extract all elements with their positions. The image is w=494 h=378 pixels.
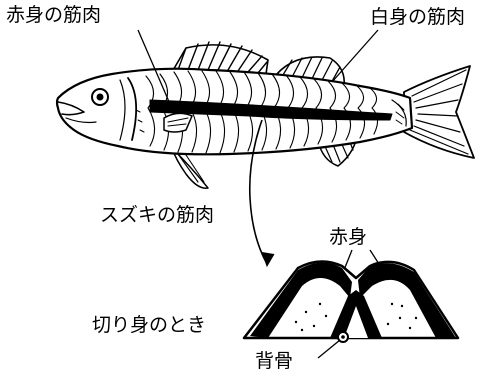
label-seabass-muscle: スズキの筋肉 [100,206,214,225]
label-cut-section: 切り身のとき [92,316,206,335]
cross-section [244,261,458,342]
label-white-muscle: 白身の筋肉 [370,8,465,27]
leader-white-muscle [332,30,378,82]
label-red-meat: 赤身 [329,228,367,247]
tail-fin [404,66,474,158]
leader-backbone [318,340,340,358]
fish-eye [92,89,108,105]
seabass-illustration [57,42,474,188]
label-red-muscle: 赤身の筋肉 [6,6,101,25]
label-backbone: 背骨 [255,352,293,371]
